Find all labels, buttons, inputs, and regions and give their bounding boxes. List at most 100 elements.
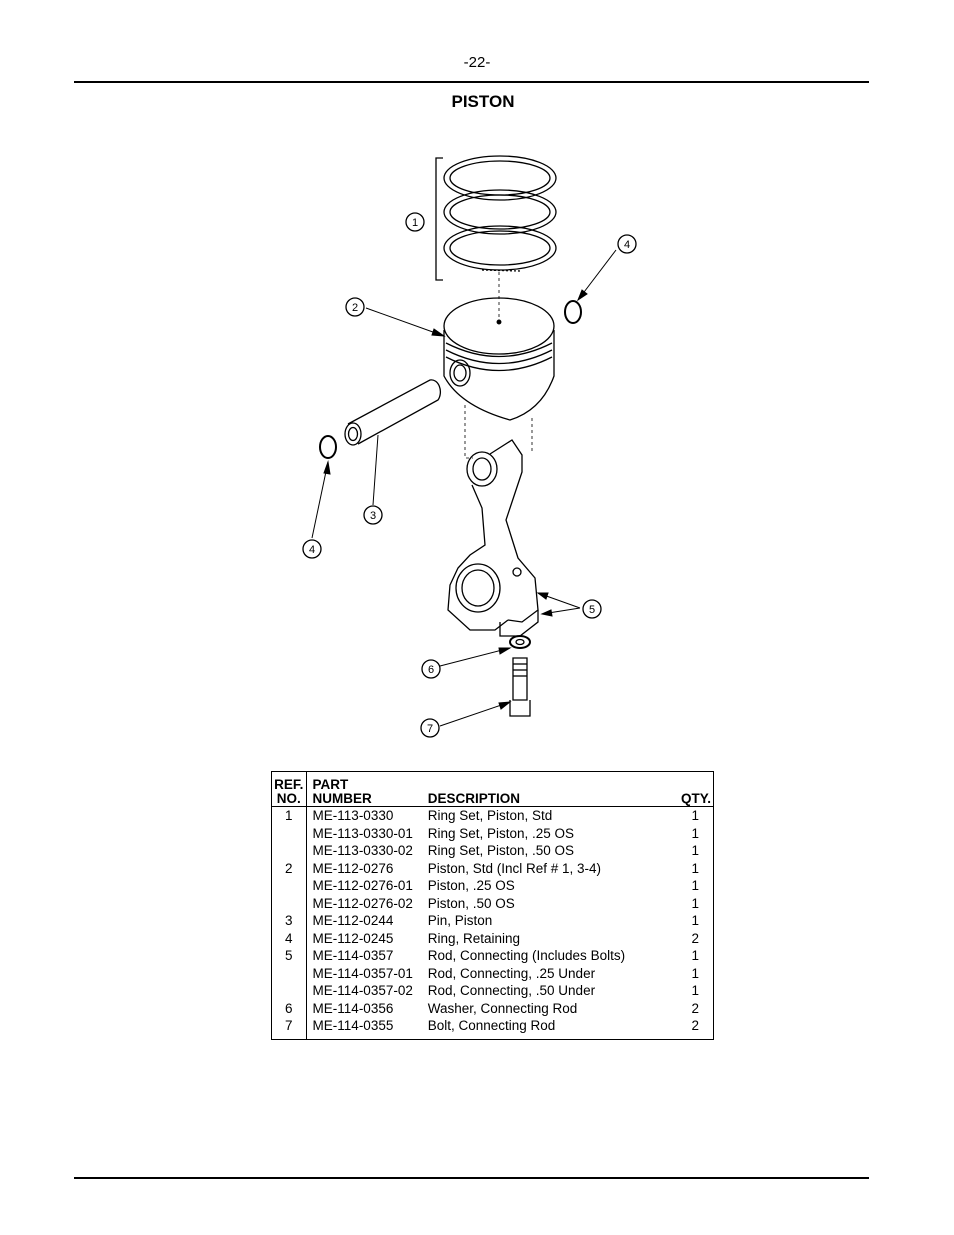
qty-cell: 1 <box>691 895 699 911</box>
piston <box>443 297 555 421</box>
part-number-cell: ME-114-0357 <box>312 948 394 963</box>
part-number-cell: ME-113-0330 <box>312 808 394 823</box>
rod-bolt <box>509 657 531 717</box>
ref-cell <box>271 964 307 982</box>
piston-exploded-diagram: 1 2 3 4 4 5 6 7 <box>260 140 680 750</box>
qty-cell: 2 <box>691 1000 699 1016</box>
top-rule <box>74 81 869 83</box>
callout-6: 6 <box>421 659 441 679</box>
piston-rings <box>443 155 557 272</box>
qty-cell: 1 <box>691 843 699 858</box>
qty-cell: 2 <box>691 1018 699 1033</box>
piston-pin <box>344 379 442 446</box>
rod-washer <box>509 635 531 649</box>
header-qty: QTY. <box>661 771 714 807</box>
svg-text:4: 4 <box>624 239 630 251</box>
header-ref: REF.NO. <box>271 771 307 807</box>
part-number-cell: ME-114-0355 <box>312 1018 394 1033</box>
part-number-cell: ME-112-0276 <box>312 860 394 876</box>
part-number-cell: ME-114-0356 <box>312 1000 394 1016</box>
bottom-rule <box>74 1177 869 1179</box>
ref-cell: 5 <box>271 947 307 965</box>
qty-cell: 1 <box>691 825 699 841</box>
ref-cell <box>271 982 307 1000</box>
table-row: ME-114-0357-01 Rod, Connecting, .25 Under… <box>271 964 714 982</box>
part-number-cell: ME-112-0245 <box>312 930 394 946</box>
description-cell: Piston, Std (Incl Ref # 1, 3-4) <box>427 860 602 876</box>
description-cell: Ring Set, Piston, .25 OS <box>427 825 575 841</box>
table-row: ME-112-0276-02 Piston, .50 OS 1 <box>271 894 714 912</box>
table-row: ME-113-0330-02 Ring Set, Piston, .50 OS 1 <box>271 842 714 860</box>
page-number: -22- <box>463 54 491 71</box>
description-cell: Ring Set, Piston, .50 OS <box>427 843 575 858</box>
description-cell: Piston, .25 OS <box>427 878 515 893</box>
ref-cell: 4 <box>271 929 307 947</box>
qty-cell: 1 <box>691 948 699 963</box>
table-row: 6 ME-114-0356 Washer, Connecting Rod 2 <box>271 999 714 1017</box>
ring-set-bracket <box>435 157 443 281</box>
svg-text:1: 1 <box>412 217 418 229</box>
callout-4-left: 4 <box>302 539 322 559</box>
header-description: DESCRIPTION <box>427 771 662 807</box>
ref-cell <box>271 877 307 895</box>
connecting-rod <box>447 439 539 637</box>
table-row: 1 ME-113-0330 Ring Set, Piston, Std 1 <box>271 806 714 825</box>
ref-cell <box>271 894 307 912</box>
qty-cell: 1 <box>691 808 699 823</box>
description-cell: Washer, Connecting Rod <box>427 1000 578 1016</box>
description-cell: Rod, Connecting, .25 Under <box>427 965 596 981</box>
part-number-cell: ME-113-0330-01 <box>312 825 413 841</box>
qty-cell: 1 <box>691 860 699 876</box>
table-row: ME-113-0330-01 Ring Set, Piston, .25 OS 1 <box>271 824 714 842</box>
table-row: 4 ME-112-0245 Ring, Retaining 2 <box>271 929 714 947</box>
part-number-cell: ME-112-0276-02 <box>312 895 413 911</box>
part-number-cell: ME-114-0357-02 <box>312 983 413 998</box>
callout-5: 5 <box>582 599 602 619</box>
svg-text:7: 7 <box>427 723 433 735</box>
callout-1: 1 <box>405 212 425 232</box>
callout-2: 2 <box>345 297 365 317</box>
table-row: 2 ME-112-0276 Piston, Std (Incl Ref # 1, 3… <box>271 859 714 877</box>
svg-text:5: 5 <box>589 604 595 616</box>
ref-cell: 3 <box>271 912 307 930</box>
description-cell: Piston, .50 OS <box>427 895 515 911</box>
table-row: 3 ME-112-0244 Pin, Piston 1 <box>271 912 714 930</box>
qty-cell: 1 <box>691 965 699 981</box>
part-number-cell: ME-112-0276-01 <box>312 878 413 893</box>
description-cell: Bolt, Connecting Rod <box>427 1018 556 1033</box>
retaining-rings <box>319 300 582 459</box>
svg-text:4: 4 <box>309 544 315 556</box>
table-row: ME-114-0357-02 Rod, Connecting, .50 Under… <box>271 982 714 1000</box>
description-cell: Rod, Connecting, .50 Under <box>427 983 596 998</box>
qty-cell: 1 <box>691 983 699 998</box>
svg-text:6: 6 <box>428 664 434 676</box>
ref-cell: 6 <box>271 999 307 1017</box>
table-row: 7 ME-114-0355 Bolt, Connecting Rod 2 <box>271 1017 714 1039</box>
part-number-cell: ME-113-0330-02 <box>312 843 413 858</box>
qty-cell: 1 <box>691 913 699 928</box>
callout-3: 3 <box>363 505 383 525</box>
callout-4-right: 4 <box>617 234 637 254</box>
svg-text:2: 2 <box>352 302 358 314</box>
description-cell: Pin, Piston <box>427 913 493 928</box>
ref-cell <box>271 824 307 842</box>
svg-text:3: 3 <box>370 510 376 522</box>
description-cell: Ring Set, Piston, Std <box>427 808 553 823</box>
ref-cell: 2 <box>271 859 307 877</box>
table-row: ME-112-0276-01 Piston, .25 OS 1 <box>271 877 714 895</box>
callout-7: 7 <box>420 718 440 738</box>
qty-cell: 1 <box>691 878 699 893</box>
ref-cell <box>271 842 307 860</box>
part-number-cell: ME-112-0244 <box>312 913 394 928</box>
description-cell: Ring, Retaining <box>427 930 521 946</box>
page-title: PISTON <box>451 92 515 111</box>
ref-cell: 7 <box>271 1017 307 1039</box>
ref-cell: 1 <box>271 806 307 825</box>
qty-cell: 2 <box>691 930 699 946</box>
part-number-cell: ME-114-0357-01 <box>312 965 413 981</box>
